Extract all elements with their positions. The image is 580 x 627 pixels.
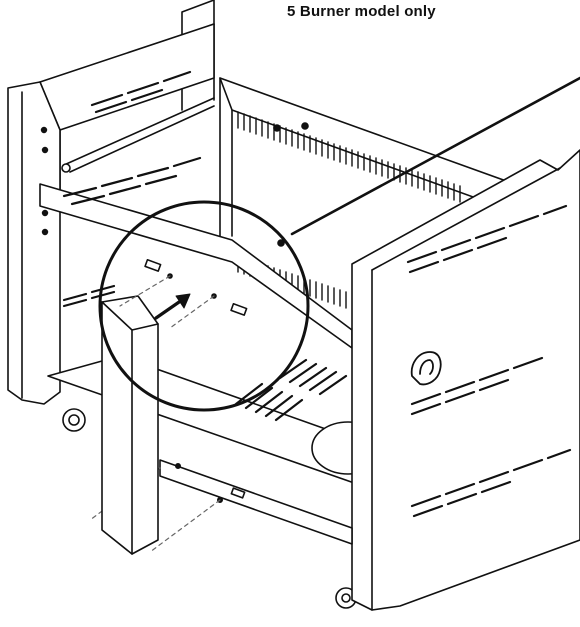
back-vents-upper bbox=[90, 70, 192, 114]
caption: 5 Burner model only bbox=[287, 3, 436, 20]
back-frame bbox=[39, 0, 549, 309]
right-panel-vents bbox=[406, 204, 572, 518]
side-handle bbox=[410, 351, 442, 386]
right-side-panel bbox=[351, 149, 580, 611]
front-left-panel bbox=[101, 295, 159, 555]
front-crossbar bbox=[39, 156, 353, 349]
insertion-arrow bbox=[154, 298, 184, 320]
crossbar-vents bbox=[62, 156, 202, 206]
caster-wheel-front-left bbox=[62, 408, 86, 432]
leader-line bbox=[290, 76, 580, 236]
shelf-vents bbox=[234, 358, 348, 422]
left-side-panel bbox=[7, 81, 116, 405]
left-panel-vents bbox=[62, 284, 116, 308]
callout bbox=[98, 76, 580, 412]
